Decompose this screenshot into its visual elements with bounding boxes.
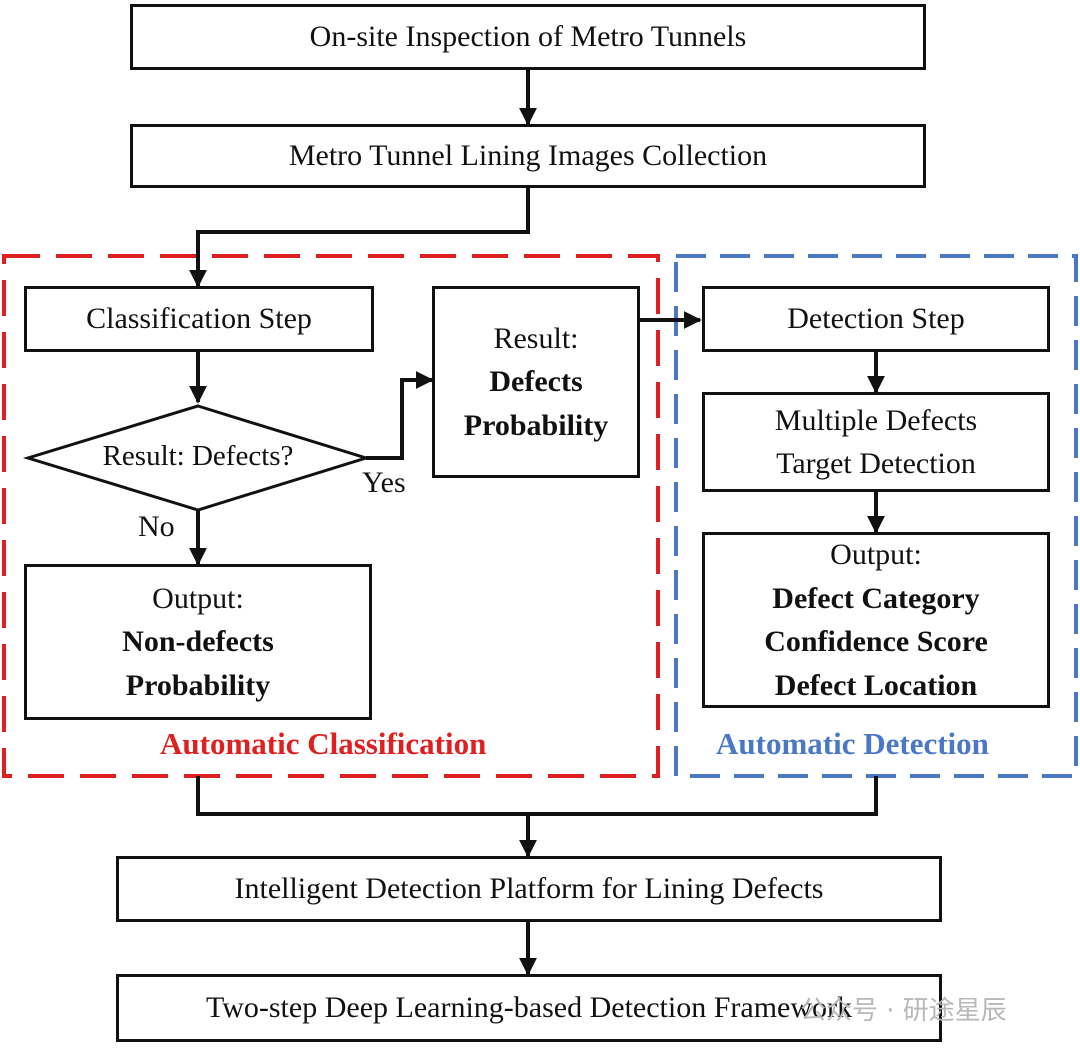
inspection-label: On-site Inspection of Metro Tunnels — [309, 20, 747, 54]
output-nondefects-box: Output: Non-defects Probability — [24, 564, 372, 720]
framework-box: Two-step Deep Learning-based Detection F… — [116, 974, 942, 1042]
output-nondefects-line3: Probability — [125, 668, 271, 702]
collection-box: Metro Tunnel Lining Images Collection — [130, 124, 926, 188]
merge-connector — [196, 776, 878, 816]
output-detection-line1: Output: — [830, 538, 922, 571]
detection-step-label: Detection Step — [787, 302, 965, 336]
multiple-detection-line2: Target Detection — [776, 447, 976, 480]
result-defects-line2: Defects — [489, 365, 583, 399]
decision-diamond — [22, 404, 372, 512]
arrow-decision-yes — [366, 371, 434, 460]
output-detection-line2: Defect Category — [772, 581, 980, 615]
decision-label: Result: Defects? — [102, 440, 294, 472]
platform-label: Intelligent Detection Platform for Linin… — [234, 872, 824, 906]
arrow-collection-to-classification — [189, 188, 530, 288]
framework-label: Two-step Deep Learning-based Detection F… — [206, 991, 852, 1025]
result-defects-line1: Result: — [493, 321, 579, 355]
output-nondefects-line1: Output: — [152, 581, 244, 615]
result-defects-line3: Probability — [463, 408, 609, 442]
output-nondefects-line2: Non-defects — [122, 625, 274, 659]
edge-label-yes: Yes — [362, 466, 406, 499]
watermark-text: 公众号 · 研途星辰 — [800, 996, 1007, 1026]
multiple-detection-line1: Multiple Defects — [774, 403, 978, 437]
classification-step-box: Classification Step — [24, 286, 374, 352]
output-detection-line4: Defect Location — [774, 668, 978, 702]
detection-region-title: Automatic Detection — [716, 726, 989, 761]
output-detection-line3: Confidence Score — [764, 625, 988, 658]
classification-region-title: Automatic Classification — [160, 726, 487, 761]
classification-step-label: Classification Step — [86, 302, 312, 336]
detection-step-box: Detection Step — [702, 286, 1050, 352]
platform-box: Intelligent Detection Platform for Linin… — [116, 856, 942, 922]
edge-label-no: No — [138, 510, 175, 543]
inspection-box: On-site Inspection of Metro Tunnels — [130, 4, 926, 70]
multiple-detection-box: Multiple Defects Target Detection — [702, 392, 1050, 492]
classification-region-frame — [2, 254, 660, 778]
collection-label: Metro Tunnel Lining Images Collection — [288, 139, 768, 173]
result-defects-box: Result: Defects Probability — [432, 286, 640, 478]
output-detection-box: Output: Defect Category Confidence Score… — [702, 532, 1050, 708]
